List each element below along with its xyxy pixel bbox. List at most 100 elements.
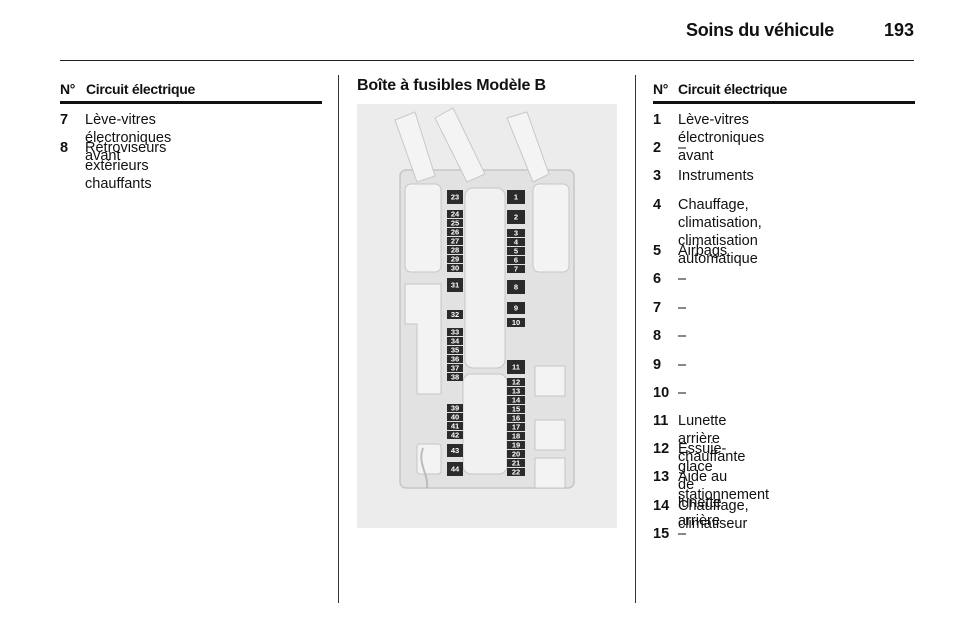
fuse-11: 11 (507, 360, 525, 374)
fuse-number: 14 (653, 498, 670, 514)
fuse-label: 36 (451, 355, 459, 364)
fuse-35: 35 (447, 346, 463, 355)
fuse-26: 26 (447, 228, 463, 237)
header-rule (60, 60, 914, 61)
fuse-label: 39 (451, 404, 459, 413)
fuse-label: 10 (512, 318, 520, 327)
fuse-label: 35 (451, 346, 459, 355)
circuit-description: Essuie-glace de lunette arrière (678, 441, 727, 529)
circuit-description: Aide au stationnement (678, 469, 770, 503)
fuse-label: 23 (451, 193, 459, 202)
fuse-label: 27 (451, 237, 459, 246)
fuse-24: 24 (447, 210, 463, 219)
fuse-1: 1 (507, 190, 525, 204)
center-channel-bottom (462, 373, 508, 475)
column-divider-right (635, 75, 636, 603)
fuse-27: 27 (447, 237, 463, 246)
fuse-number: 7 (653, 300, 662, 316)
fuse-label: 37 (451, 364, 459, 373)
fuse-number: 13 (653, 469, 670, 485)
circuit-description: – (678, 271, 687, 287)
fuse-label: 19 (512, 441, 520, 450)
circuit-description: Chauffage, climatisation,climatisation a… (678, 197, 762, 267)
fuse-number: 8 (60, 140, 69, 156)
fuse-box-title: Boîte à fusibles Modèle B (357, 77, 546, 94)
page-header-title: Soins du véhicule (686, 20, 834, 40)
fuse-label: 7 (514, 265, 518, 274)
circuit-description: – (678, 300, 687, 316)
fuse-18: 18 (507, 432, 525, 441)
cable-connector-1 (394, 111, 436, 183)
fuse-number: 2 (653, 140, 662, 156)
fuse-number: 7 (60, 112, 69, 128)
fuse-label: 41 (451, 422, 459, 431)
fuse-label: 33 (451, 328, 459, 337)
fuse-label: 42 (451, 431, 459, 440)
circuit-description: – (678, 385, 687, 401)
fuse-label: 14 (512, 396, 521, 405)
column-header-number: N° (653, 81, 669, 97)
page-number: 193 (884, 20, 915, 40)
fuse-7: 7 (507, 265, 525, 274)
fuse-12: 12 (507, 378, 525, 387)
fuse-number: 6 (653, 271, 662, 287)
fuse-label: 12 (512, 378, 520, 387)
side-panel-left (404, 283, 442, 395)
fuse-31: 31 (447, 278, 463, 292)
fuse-label: 28 (451, 246, 459, 255)
right-table-header-rule (653, 101, 915, 104)
fuse-label: 38 (451, 373, 459, 382)
fuse-label: 40 (451, 413, 459, 422)
fuse-44: 44 (447, 462, 463, 476)
fuse-number: 15 (653, 526, 670, 542)
fuse-label: 43 (451, 446, 459, 455)
fuse-25: 25 (447, 219, 463, 228)
fuse-10: 10 (507, 318, 525, 327)
relay-left (404, 183, 442, 273)
wire-left (420, 447, 429, 489)
fuse-6: 6 (507, 256, 525, 265)
circuit-description: Lève-vitres électroniques avant (85, 112, 172, 164)
fuse-33: 33 (447, 328, 463, 337)
fuse-29: 29 (447, 255, 463, 264)
fuse-42: 42 (447, 431, 463, 440)
fuse-label: 8 (514, 283, 518, 292)
fuse-label: 18 (512, 432, 520, 441)
cable-connector-2 (434, 107, 486, 183)
spare-slot-3 (534, 457, 566, 489)
column-header-number: N° (60, 81, 76, 97)
fuse-label: 9 (514, 304, 518, 313)
fuse-36: 36 (447, 355, 463, 364)
fuse-label: 6 (514, 256, 518, 265)
circuit-description: Instruments (678, 168, 754, 184)
fuse-label: 32 (451, 310, 459, 319)
fuse-label: 13 (512, 387, 520, 396)
fuse-39: 39 (447, 404, 463, 413)
spare-slot-1 (534, 365, 566, 397)
fuse-number: 12 (653, 441, 670, 457)
fuse-label: 44 (451, 465, 460, 474)
fuse-37: 37 (447, 364, 463, 373)
fuse-number: 9 (653, 357, 662, 373)
fuse-label: 5 (514, 247, 518, 256)
column-divider-left (338, 75, 339, 603)
column-header-circuit: Circuit électrique (86, 81, 195, 97)
fuse-16: 16 (507, 414, 525, 423)
fuse-number: 10 (653, 385, 670, 401)
left-table-header: N° Circuit électrique (60, 81, 322, 99)
fuse-number: 5 (653, 243, 662, 259)
fuse-14: 14 (507, 396, 525, 405)
circuit-description: Lève-vitres électroniques avant (678, 112, 765, 164)
fuse-28: 28 (447, 246, 463, 255)
fuse-9: 9 (507, 302, 525, 314)
spare-slot-2 (534, 419, 566, 451)
circuit-description: Lunette arrière chauffante (678, 413, 746, 465)
fuse-label: 25 (451, 219, 459, 228)
relay-right (532, 183, 570, 273)
circuit-description: – (678, 328, 687, 344)
fuse-22: 22 (507, 468, 525, 477)
fuse-label: 24 (451, 210, 460, 219)
fuse-label: 31 (451, 281, 459, 290)
fuse-13: 13 (507, 387, 525, 396)
